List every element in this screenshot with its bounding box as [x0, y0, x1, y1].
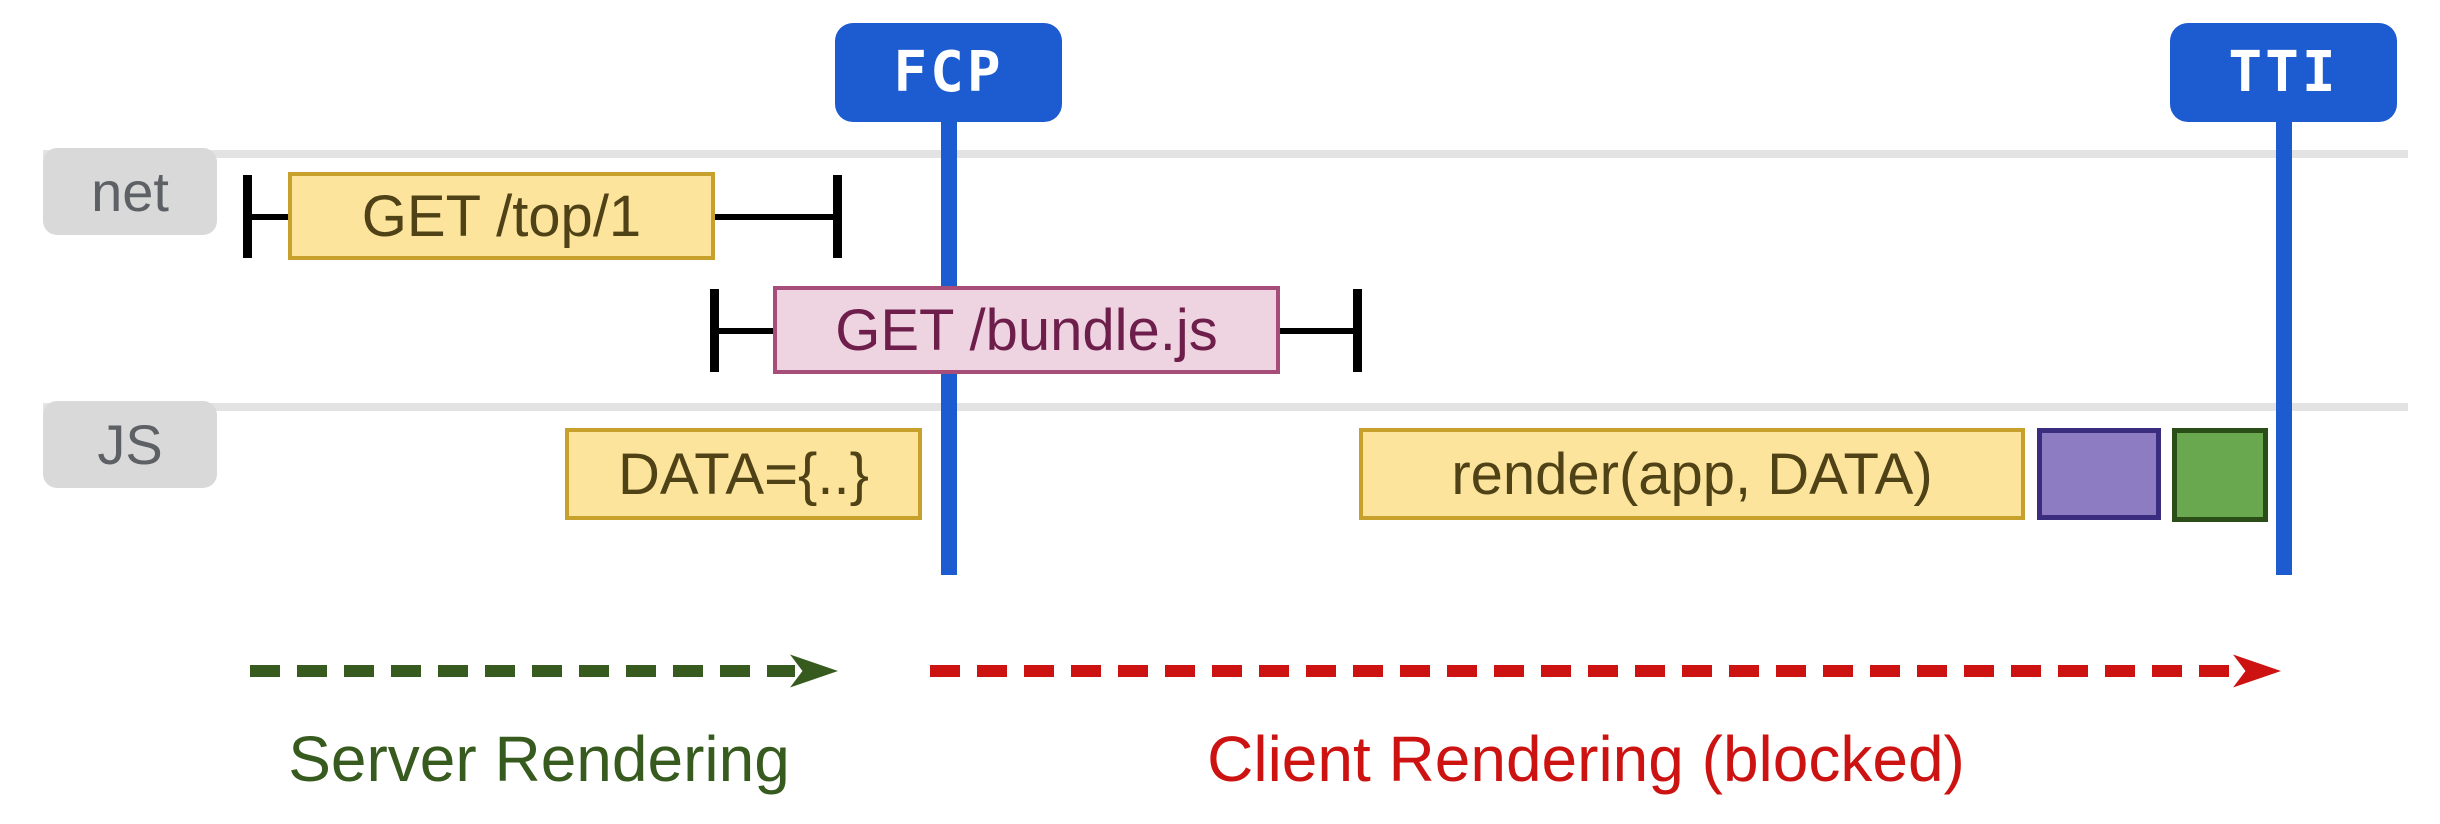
net-lane-line: [43, 150, 2408, 158]
lane-label-js: JS: [43, 401, 217, 488]
client-rendering-arrowhead-icon: [2233, 654, 2281, 688]
request-top-right-connector: [715, 214, 835, 220]
server-rendering-label: Server Rendering: [288, 723, 790, 795]
request-top-left-connector: [252, 214, 290, 220]
request-bundle-left-connector: [719, 328, 775, 334]
request-bundle-start-tick: [710, 289, 719, 372]
request-bundle-right-connector: [1280, 328, 1353, 334]
tti-badge: TTI: [2170, 23, 2397, 122]
js-task-purple: [2037, 428, 2161, 520]
js-task-render: render(app, DATA): [1359, 428, 2025, 520]
client-rendering-label: Client Rendering (blocked): [1207, 723, 1965, 795]
js-task-data: DATA={..}: [565, 428, 922, 520]
js-task-green: [2172, 428, 2268, 522]
lane-label-net: net: [43, 148, 217, 235]
request-bundle-end-tick: [1353, 289, 1362, 372]
request-block-get-bundle: GET /bundle.js: [773, 286, 1280, 374]
js-lane-line: [43, 403, 2408, 411]
tti-marker-line: [2276, 120, 2292, 575]
fcp-badge: FCP: [835, 23, 1062, 122]
request-top-start-tick: [243, 175, 252, 258]
server-rendering-arrowhead-icon: [790, 654, 838, 688]
request-top-end-tick: [833, 175, 842, 258]
server-rendering-arrow-line: [250, 665, 795, 677]
client-rendering-arrow-line: [930, 665, 2233, 677]
request-block-get-top: GET /top/1: [288, 172, 715, 260]
